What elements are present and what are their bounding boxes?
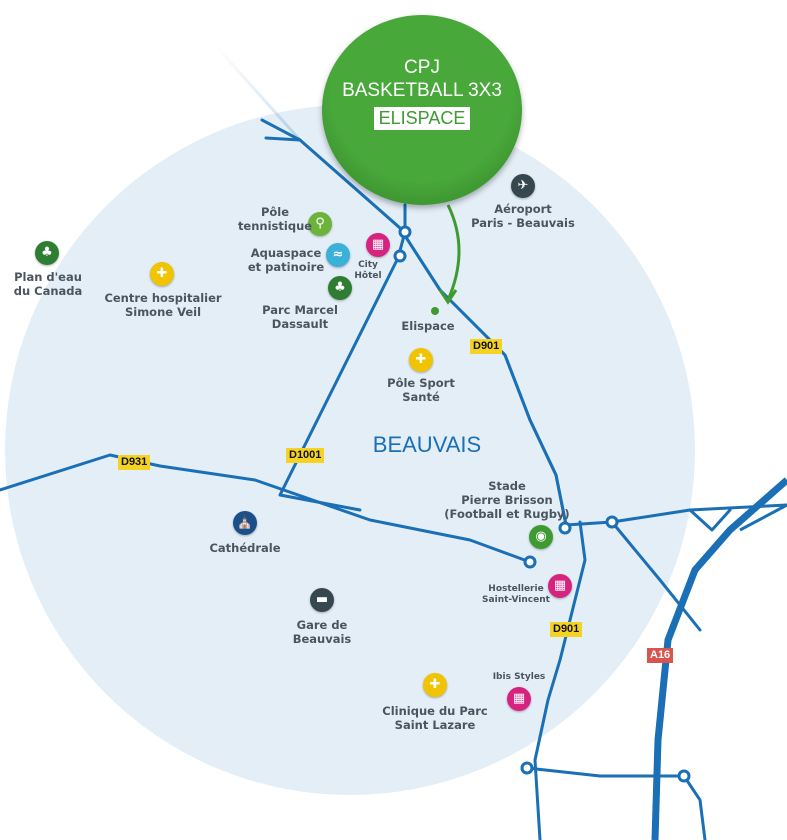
health-cross-icon[interactable]: ✚ — [150, 262, 174, 286]
road-a16b — [739, 503, 787, 532]
health-cross-icon[interactable]: ✚ — [423, 673, 447, 697]
event-bubble: CPJ BASKETBALL 3X3 ELISPACE — [322, 15, 522, 205]
road-label-d931: D931 — [118, 455, 151, 470]
stadium-icon[interactable]: ◉ — [529, 525, 553, 549]
road-label-a16: A16 — [647, 648, 674, 663]
train-icon[interactable]: ▬ — [310, 588, 334, 612]
label-parc-marcel: Parc Marcel Dassault — [262, 303, 338, 331]
hotel-icon[interactable]: ▦ — [507, 687, 531, 711]
bubble-title-2: BASKETBALL 3X3 — [342, 80, 502, 101]
swimming-icon[interactable]: ≈ — [326, 243, 350, 267]
label-stade: Stade Pierre Brisson (Football et Rugby) — [444, 479, 570, 521]
beauvais-zone — [5, 105, 695, 795]
health-cross-icon[interactable]: ✚ — [409, 348, 433, 372]
park-tree-icon[interactable]: ♣ — [35, 241, 59, 265]
elispace-marker — [431, 307, 439, 315]
label-clinique: Clinique du Parc Saint Lazare — [382, 704, 488, 732]
road-d931 — [0, 453, 532, 564]
road-se — [610, 520, 702, 632]
label-tennis: Pôle tennistique — [237, 205, 313, 233]
tennis-icon[interactable]: ⚲ — [308, 212, 332, 236]
road-d901-south — [533, 520, 587, 840]
label-ibis: Ibis Styles — [492, 672, 546, 682]
road-ramp — [688, 508, 732, 532]
label-hospital: Centre hospitalier Simone Veil — [104, 291, 222, 319]
road-a16 — [651, 477, 787, 840]
label-pole-sport: Pôle Sport Santé — [387, 376, 455, 404]
road-east — [564, 503, 787, 527]
bubble-venue-tag: ELISPACE — [373, 107, 471, 130]
label-gare: Gare de Beauvais — [292, 618, 352, 646]
roundabouts — [393, 225, 691, 783]
hotel-icon[interactable]: ▦ — [366, 233, 390, 257]
road-branch — [264, 136, 302, 142]
green-arrow-head — [438, 289, 458, 305]
label-plan-eau: Plan d'eau du Canada — [13, 270, 83, 298]
city-label: BEAUVAIS — [372, 432, 482, 457]
road-label-d901: D901 — [470, 339, 503, 354]
label-cathedrale: Cathédrale — [209, 541, 281, 555]
airplane-icon[interactable]: ✈ — [511, 174, 535, 198]
label-aquaspace: Aquaspace et patinoire — [247, 246, 325, 274]
park-tree-icon[interactable]: ♣ — [328, 276, 352, 300]
road-label-d901-south: D901 — [550, 622, 583, 637]
road-label-d1001: D1001 — [286, 448, 325, 463]
label-elispace: Elispace — [401, 319, 455, 333]
bubble-title-1: CPJ — [404, 57, 440, 78]
road-nw-solid — [260, 118, 568, 527]
label-hostellerie: Hostellerie Saint-Vincent — [482, 584, 550, 605]
green-arrow — [446, 204, 461, 301]
cathedral-icon[interactable]: ⛪ — [233, 511, 257, 535]
label-city-hotel: City Hôtel — [354, 260, 382, 281]
hotel-icon[interactable]: ▦ — [548, 574, 572, 598]
label-airport: Aéroport Paris - Beauvais — [471, 202, 575, 230]
